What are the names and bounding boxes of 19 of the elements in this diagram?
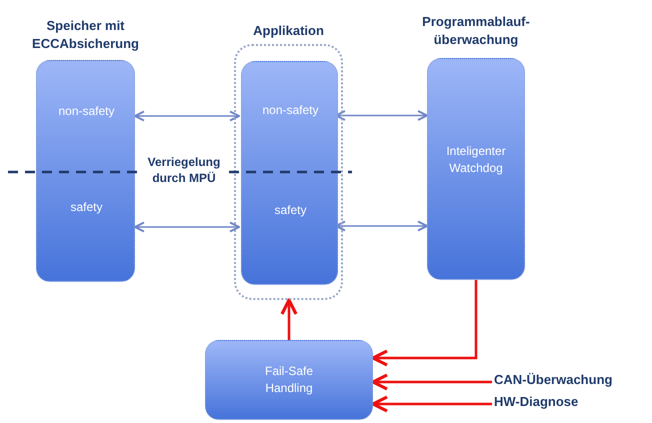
arrow (371, 280, 478, 367)
arrow (134, 110, 240, 122)
module-heading: Programmablauf-überwachung (421, 13, 531, 49)
module-box (241, 61, 338, 285)
arrow (371, 395, 492, 413)
section-label: safety (69, 199, 104, 216)
input-signal-label: HW-Diagnose (494, 394, 580, 409)
arrow (280, 298, 298, 340)
section-label: non-safety (261, 102, 320, 119)
arrow (371, 373, 492, 391)
section-label: non-safety (57, 103, 116, 120)
module-label: Inteligenter Watchdog (445, 143, 507, 177)
arrow (134, 222, 240, 232)
module-heading: Applikation (252, 22, 325, 40)
input-signal-label: CAN-Überwachung (494, 372, 614, 387)
module-box (205, 340, 373, 420)
section-label: safety (273, 202, 308, 219)
module-heading: Speicher mit ECCAbsicherung (31, 17, 140, 53)
module-label: Fail-Safe Handling (264, 363, 314, 397)
